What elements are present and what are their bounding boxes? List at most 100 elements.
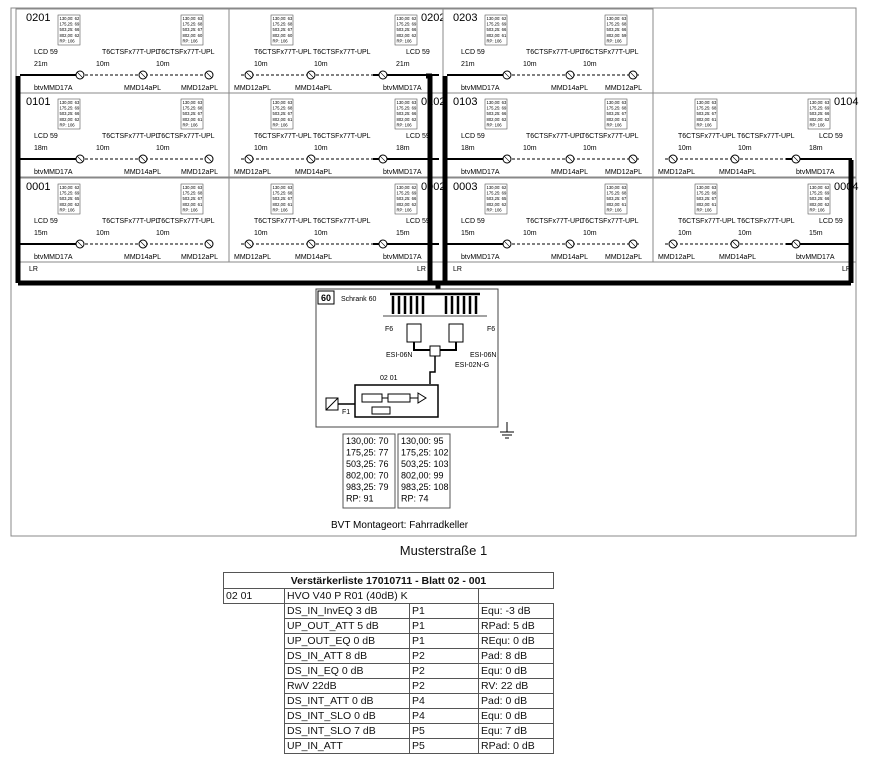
- lcd-label: LCD 59: [461, 49, 485, 56]
- level-value: 130,00: 95: [401, 436, 444, 446]
- outlet-name: MMD12aPL: [234, 254, 271, 261]
- apartment-number: 0102: [421, 96, 445, 108]
- level-value: 130,00: 63: [273, 185, 293, 190]
- cable-length: 10m: [738, 230, 752, 237]
- ground-icon: [500, 422, 514, 439]
- riser-label: LR: [29, 266, 38, 273]
- cabinet: 60 Schrank 60 F6 F6 ESI-06N ESI-06N ESI-…: [315, 288, 514, 439]
- cable-length: 10m: [678, 145, 692, 152]
- level-value: RP: 91: [346, 494, 374, 504]
- level-value: 503,25: 66: [60, 27, 80, 32]
- outlet-name: btvMMD17A: [461, 169, 500, 176]
- level-value: RP: 106: [183, 207, 199, 212]
- table-cell: P2: [409, 663, 479, 679]
- level-value: 503,25: 67: [697, 111, 717, 116]
- level-value: 503,25: 103: [401, 459, 449, 469]
- outlet-name: MMD12aPL: [658, 169, 695, 176]
- riser-label: LR: [417, 266, 426, 273]
- cable-length: 10m: [583, 145, 597, 152]
- apartment-number: 0004: [834, 181, 858, 193]
- lcd-label: LCD 59: [34, 49, 58, 56]
- apartment-number: 0103: [453, 96, 477, 108]
- outlet-icon: [565, 154, 575, 164]
- table-cell: Equ: -3 dB: [478, 603, 554, 619]
- outlet-icon: [791, 239, 801, 249]
- level-value: 130,00: 63: [810, 100, 830, 105]
- outlet-icon: [138, 239, 148, 249]
- outlet-name: MMD14aPL: [295, 169, 332, 176]
- level-value: 130,00: 62: [397, 185, 417, 190]
- cable-length: 10m: [96, 230, 110, 237]
- outlet-icon: [306, 154, 316, 164]
- outlet-name: btvMMD17A: [461, 85, 500, 92]
- table-cell: P1: [409, 633, 479, 649]
- tag-label: T6CTSFx77T-UPL: [157, 133, 215, 140]
- level-value: 802,00: 59: [607, 33, 627, 38]
- tag-label: T6CTSFx77T-UPL: [313, 49, 371, 56]
- outlet-name: MMD12aPL: [605, 169, 642, 176]
- level-value: 503,25: 66: [397, 111, 417, 116]
- level-value: 983,25: 79: [346, 482, 389, 492]
- levels-right-box: [397, 433, 451, 509]
- cable-length: 18m: [809, 145, 823, 152]
- level-value: 175,25: 68: [607, 22, 627, 27]
- level-value: 802,00: 61: [697, 202, 717, 207]
- level-value: 802,00: 62: [810, 117, 830, 122]
- levels-left-box: [342, 433, 396, 509]
- cable-length: 10m: [583, 61, 597, 68]
- outlet-name: MMD14aPL: [719, 169, 756, 176]
- level-value: 503,25: 67: [697, 196, 717, 201]
- table-cell: DS_IN_EQ 0 dB: [284, 663, 410, 679]
- level-value: 130,00: 62: [397, 16, 417, 21]
- apartment-number: 0002: [421, 181, 445, 193]
- level-value: 503,25: 66: [397, 196, 417, 201]
- outlet-icon: [204, 239, 214, 249]
- level-value: 175,25: 68: [607, 191, 627, 196]
- level-value: RP: 106: [607, 122, 623, 127]
- lcd-label: LCD 59: [819, 133, 843, 140]
- outlet-icon: [668, 154, 678, 164]
- outlet-icon: [502, 154, 512, 164]
- tag-label: T6CTSFx77T-UPL: [581, 133, 639, 140]
- outlet-name: btvMMD17A: [796, 254, 835, 261]
- apartment-number: 0203: [453, 12, 477, 24]
- cable-length: 10m: [523, 61, 537, 68]
- level-value: 802,00: 61: [607, 202, 627, 207]
- outlet-icon: [730, 154, 740, 164]
- level-value: 802,00: 60: [273, 33, 293, 38]
- table-cell: P5: [409, 738, 479, 754]
- outlet-name: MMD12aPL: [605, 85, 642, 92]
- apartment-number: 0001: [26, 181, 50, 193]
- level-value: 802,00: 62: [397, 117, 417, 122]
- level-value: 130,00: 62: [487, 185, 507, 190]
- cable-length: 10m: [254, 230, 268, 237]
- outlet-icon: [75, 154, 85, 164]
- outlet-icon: [138, 70, 148, 80]
- cable-length: 10m: [523, 230, 537, 237]
- table-cell: DS_IN_ATT 8 dB: [284, 648, 410, 664]
- cabinet-number: 60: [321, 293, 331, 303]
- outlet-icon: [306, 239, 316, 249]
- level-value: 802,00: 61: [607, 117, 627, 122]
- table-cell: DS_INT_SLO 7 dB: [284, 723, 410, 739]
- level-value: RP: 106: [697, 122, 713, 127]
- level-value: 503,25: 67: [183, 111, 203, 116]
- level-value: RP: 106: [397, 38, 413, 43]
- level-value: 130,00: 63: [697, 185, 717, 190]
- cabinet-name: Schrank 60: [341, 296, 377, 303]
- cable-length: 10m: [678, 230, 692, 237]
- outlet-name: btvMMD17A: [461, 254, 500, 261]
- outlet-icon: [628, 154, 638, 164]
- level-value: 130,00: 63: [60, 100, 80, 105]
